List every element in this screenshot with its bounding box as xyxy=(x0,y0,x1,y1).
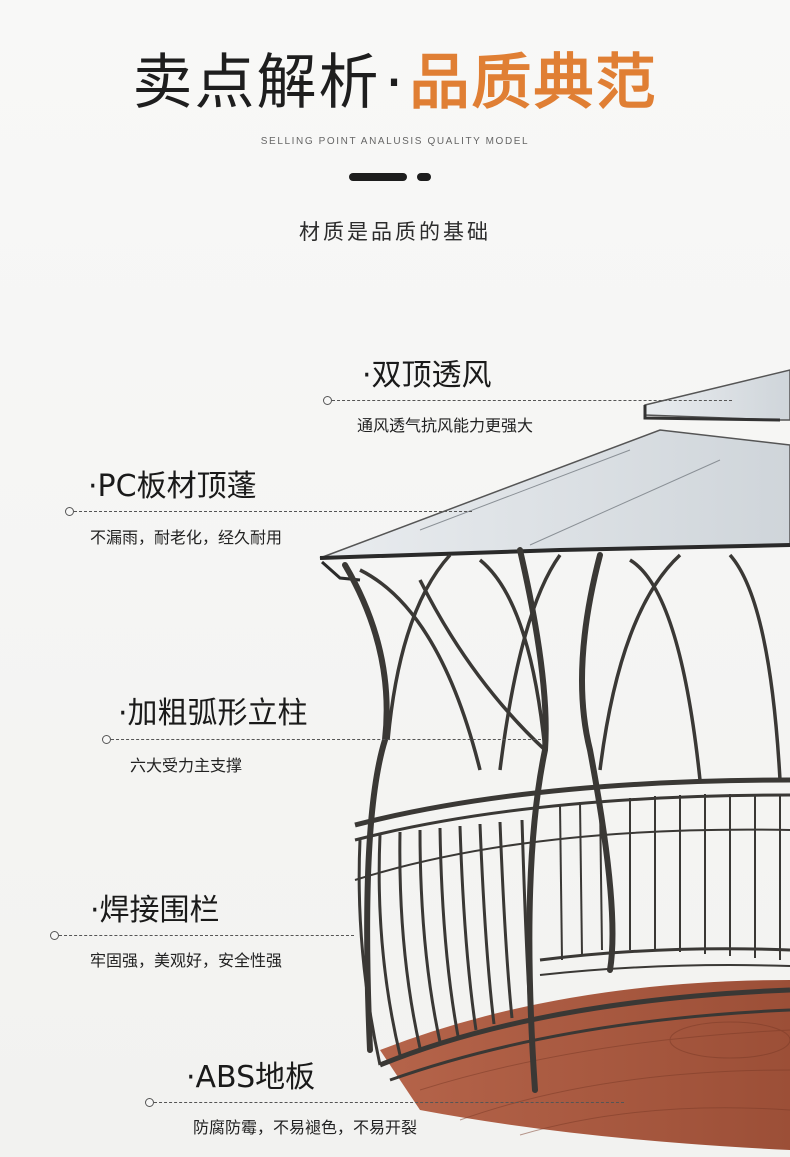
page-title: 卖点解析·品质典范 xyxy=(0,50,790,116)
feature-marker-dot xyxy=(323,396,332,405)
feature-leader-line xyxy=(59,935,354,936)
feature-leader-line xyxy=(74,511,472,512)
feature-leader-line xyxy=(154,1102,624,1103)
feature-title: ·双顶透风 xyxy=(362,358,492,393)
feature-leader-line xyxy=(332,400,732,401)
feature-description: 六大受力主支撑 xyxy=(130,756,243,775)
feature-marker-dot xyxy=(65,507,74,516)
main-roof xyxy=(319,429,790,559)
page-subtitle: SELLING POINT ANALUSIS QUALITY MODEL xyxy=(260,136,530,147)
divider-bar-short xyxy=(417,173,431,181)
feature-description: 不漏雨，耐老化，经久耐用 xyxy=(90,528,283,547)
feature-description: 通风透气抗风能力更强大 xyxy=(357,416,534,435)
section-tagline: 材质是品质的基础 xyxy=(299,220,491,244)
title-highlight: 品质典范 xyxy=(409,48,658,118)
divider-bar-long xyxy=(349,173,407,181)
title-left: 卖点解析 xyxy=(132,48,381,118)
floor-deck xyxy=(380,980,790,1150)
feature-marker-dot xyxy=(102,735,111,744)
title-divider xyxy=(349,173,449,181)
feature-marker-dot xyxy=(145,1098,154,1107)
feature-description: 牢固强，美观好，安全性强 xyxy=(90,951,283,970)
gazebo-illustration xyxy=(319,369,790,1150)
feature-description: 防腐防霉，不易褪色，不易开裂 xyxy=(193,1118,418,1137)
feature-title: ·加粗弧形立柱 xyxy=(118,696,308,731)
feature-title: ·ABS地板 xyxy=(186,1060,316,1095)
feature-marker-dot xyxy=(50,931,59,940)
feature-leader-line xyxy=(111,739,541,740)
upper-roof xyxy=(644,369,790,421)
feature-title: ·焊接围栏 xyxy=(90,893,220,928)
feature-title: ·PC板材顶蓬 xyxy=(88,469,257,504)
title-separator: · xyxy=(384,48,406,118)
